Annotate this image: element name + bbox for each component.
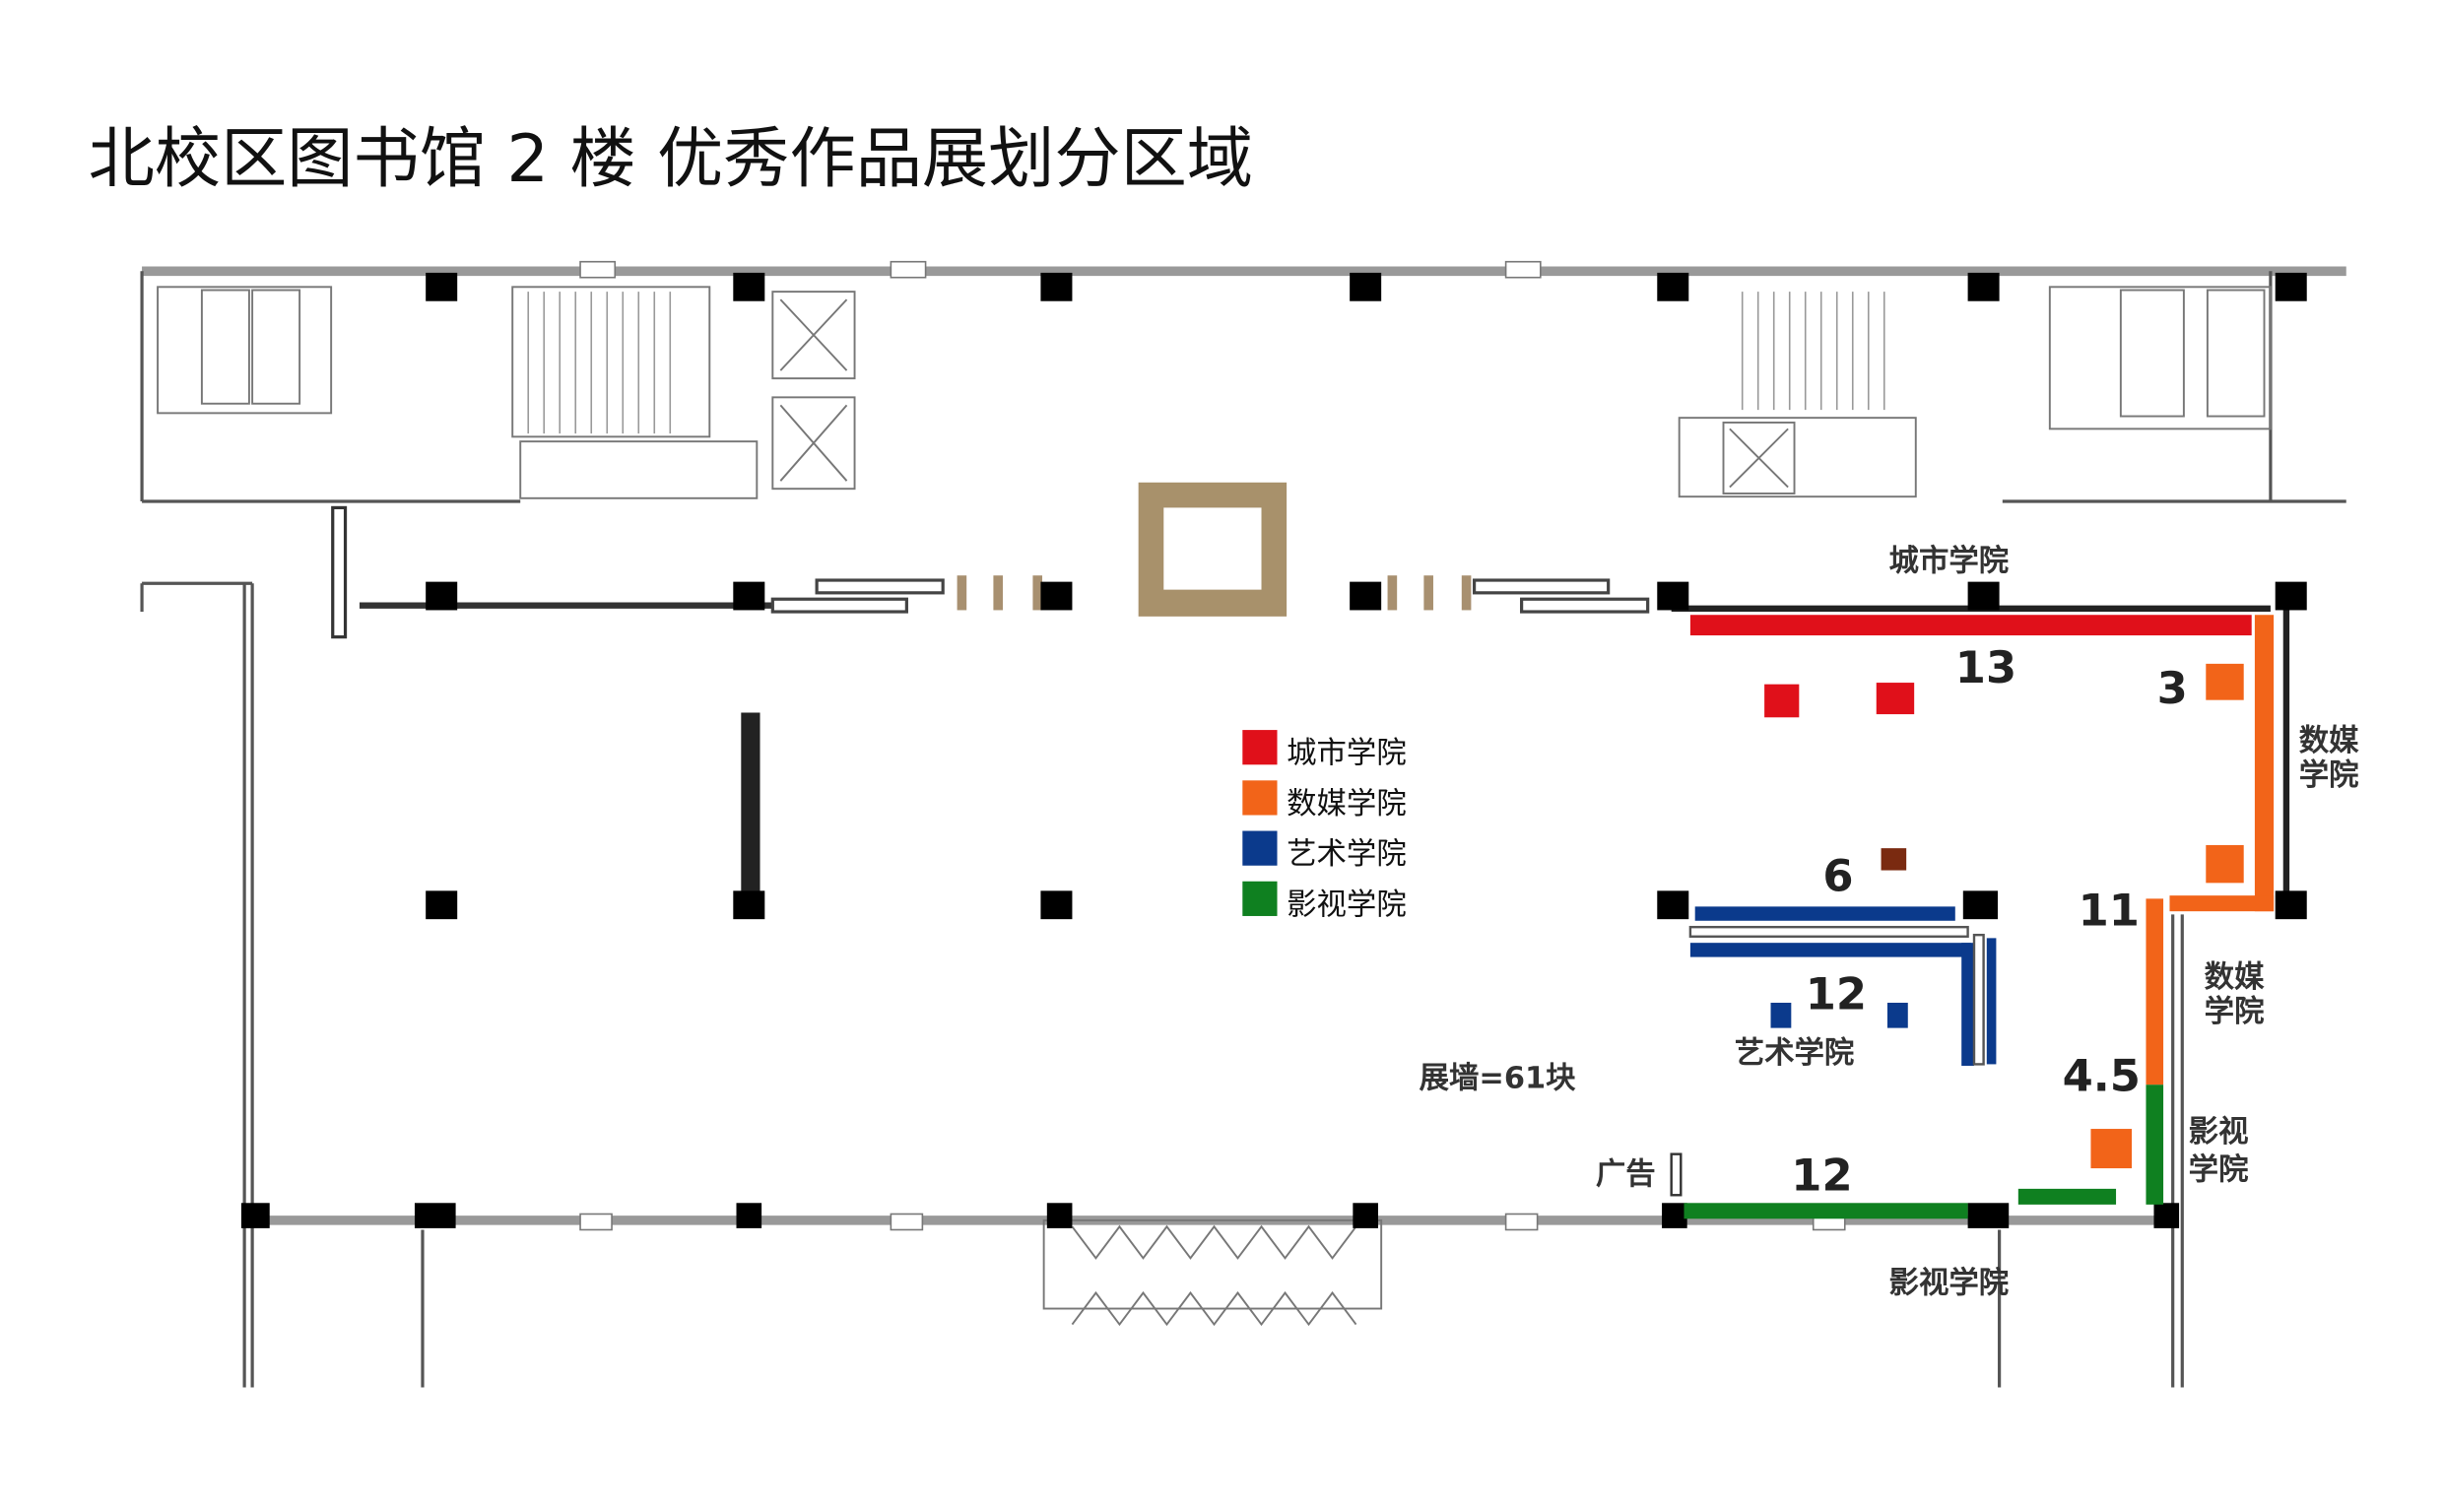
legend-label: 影视学院 (1287, 887, 1407, 922)
legend: 城市学院 数媒学院 艺术学院 影视学院 (1242, 730, 1407, 922)
zone-label-film-side: 影视 (2189, 1115, 2249, 1150)
media-wall (2254, 615, 2275, 912)
columns (240, 272, 2307, 1228)
count-city: 13 (1955, 641, 2016, 693)
legend-label: 城市学院 (1287, 737, 1407, 771)
media-panel (2206, 844, 2244, 884)
zone-label-media-top: 数媒 (2299, 724, 2359, 758)
media-panel (2090, 1129, 2133, 1169)
film-wall (2146, 1085, 2164, 1205)
legend-label: 数媒学院 (1287, 787, 1407, 822)
city-panel (1764, 684, 1800, 718)
city-panel (1876, 683, 1915, 715)
legend-swatch-media (1242, 780, 1278, 816)
media-wall (2169, 895, 2275, 912)
legend-label: 艺术学院 (1287, 837, 1407, 872)
brown-panel (1881, 848, 1907, 871)
art-wall (1961, 943, 1974, 1067)
count-media-mid: 11 (2079, 885, 2140, 937)
zone-label-art: 艺术学院 (1735, 1035, 1855, 1071)
legend-swatch-city (1242, 730, 1278, 765)
zone-label-media-top: 学院 (2299, 757, 2359, 793)
art-wall (1986, 938, 1997, 1065)
art-wall (1694, 906, 1955, 921)
art-panel (1886, 1002, 1908, 1028)
city-wall (1689, 615, 2252, 636)
exhibit-walls (1670, 615, 2275, 1219)
total-walls: 展墙=61块 (1420, 1061, 1577, 1095)
media-wall (2146, 898, 2164, 1085)
art-wall (1689, 943, 1971, 957)
zone-label-media-mid: 数媒 (2205, 960, 2265, 995)
ad-label: 广告 (1596, 1157, 1656, 1192)
page-title: 北校区图书馆 2 楼 优秀作品展划分区域 (89, 120, 1253, 197)
zone-label-city: 城市学院 (1889, 543, 2010, 578)
legend-swatch-film (1242, 881, 1278, 916)
count-art: 12 (1806, 967, 1867, 1019)
legend-swatch-art (1242, 830, 1278, 866)
zone-label-film-bottom: 影视学院 (1889, 1266, 2010, 1301)
zone-label-media-mid: 学院 (2205, 994, 2265, 1029)
building-walls (140, 260, 2346, 1388)
count-media-top: 3 (2157, 662, 2188, 714)
film-wall (1684, 1203, 1968, 1219)
count-art-top: 6 (1822, 849, 1853, 901)
media-panel (2206, 663, 2244, 700)
art-panel (1770, 1002, 1792, 1028)
count-film-side: 4.5 (2063, 1050, 2141, 1102)
zone-label-film-side: 学院 (2189, 1151, 2249, 1187)
film-wall (2017, 1188, 2117, 1205)
count-film-bottom: 12 (1791, 1149, 1852, 1201)
